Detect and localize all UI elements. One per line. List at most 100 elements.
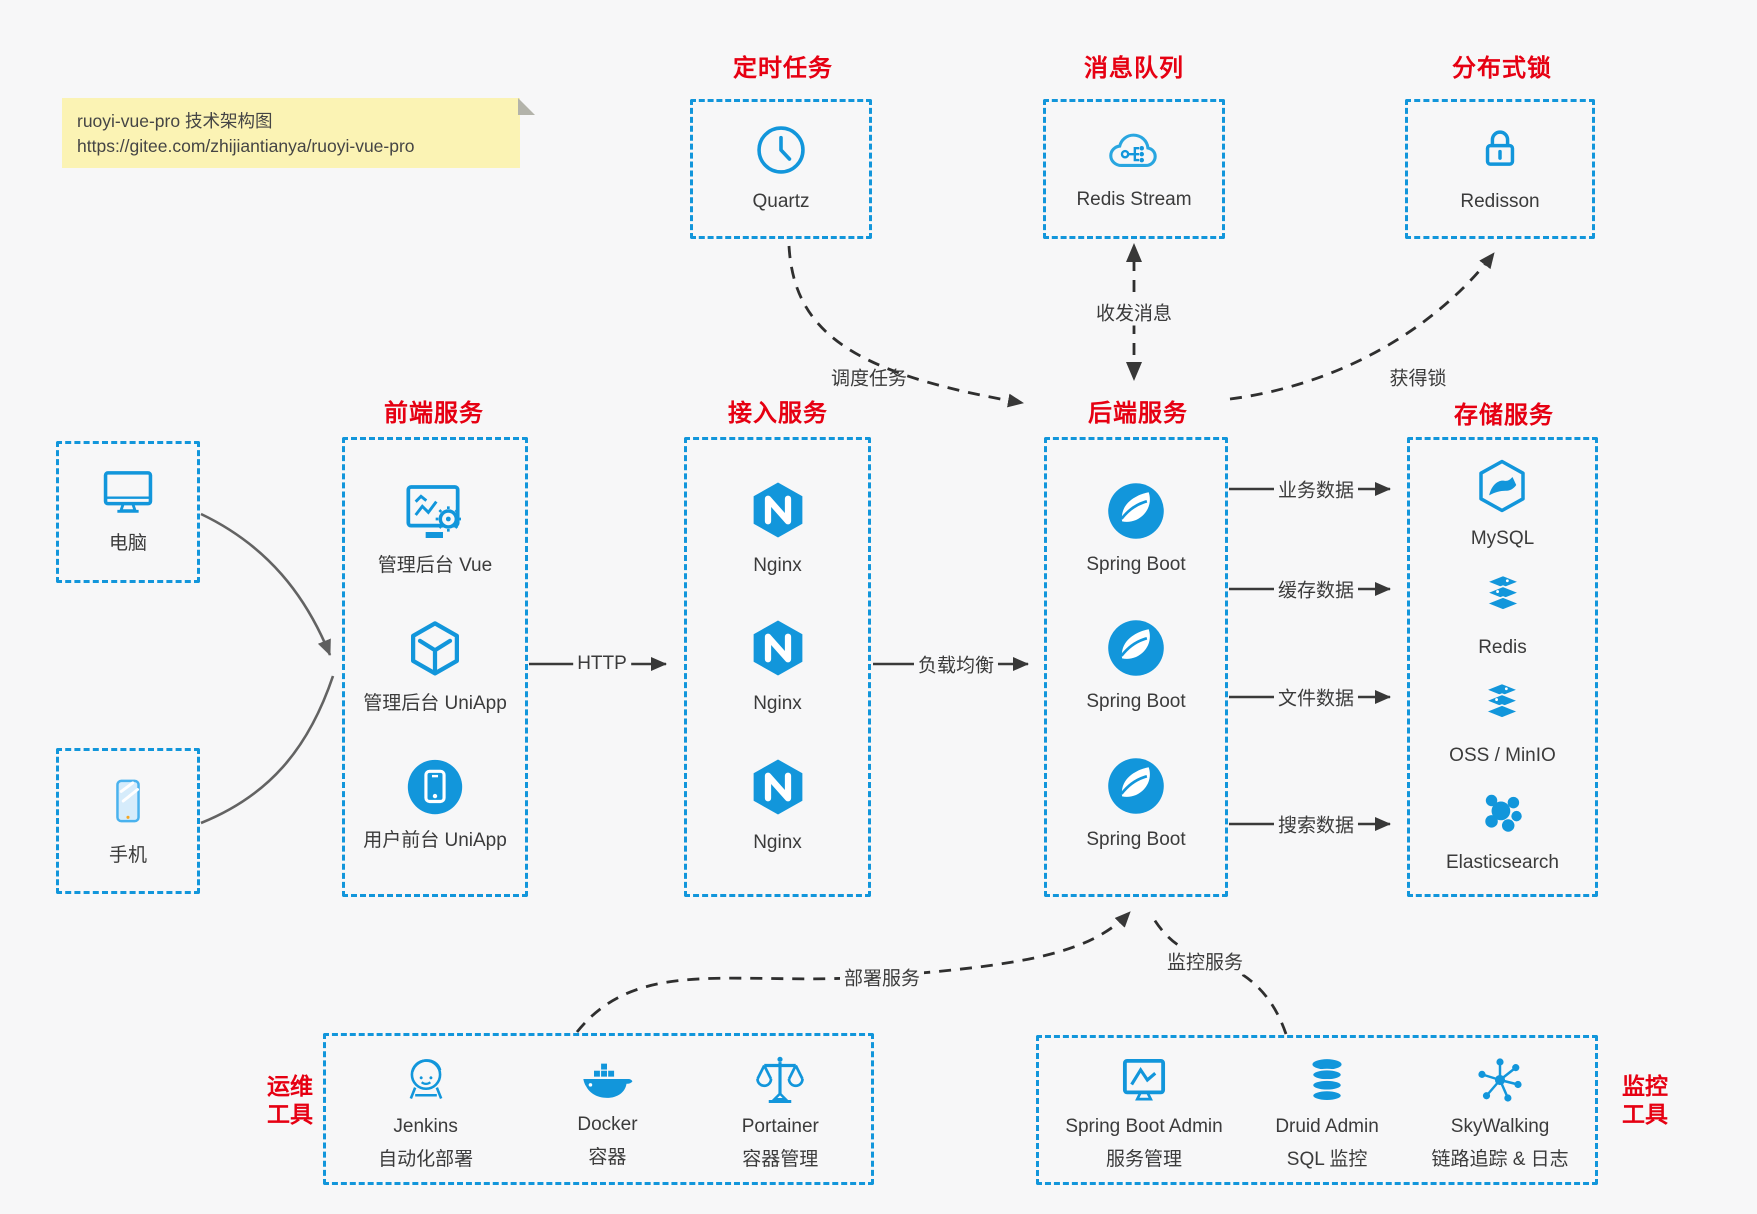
edge-label-load-balance: 负载均衡: [913, 650, 999, 678]
node-label: Redis: [1478, 636, 1527, 658]
phone-circle-icon: [407, 759, 463, 814]
node-label: 用户前台 UniApp: [363, 829, 507, 851]
mysql-icon: [1479, 460, 1526, 513]
edge-computer-frontend: [200, 512, 332, 656]
edge-monitor: [1150, 915, 1288, 1035]
node-springboot-1: Spring Boot: [1086, 482, 1186, 578]
druid-icon: [1311, 1059, 1343, 1102]
node-label: Nginx: [753, 554, 802, 576]
edge-label-message: 收发消息: [1091, 298, 1177, 326]
node-label: SkyWalking: [1450, 1116, 1550, 1137]
cube-icon: [410, 621, 459, 676]
nginx-icon: [753, 759, 802, 814]
nginx-icon: [753, 482, 802, 537]
node-label: Nginx: [753, 693, 802, 714]
title-note: ruoyi-vue-pro 技术架构图 https://gitee.com/zh…: [62, 98, 535, 168]
node-label: Docker: [577, 1114, 638, 1135]
edge-label-http: HTTP: [573, 653, 631, 675]
note-fold-corner: [518, 98, 535, 115]
node-nginx-2: Nginx: [748, 617, 808, 717]
node-springboot-2: Spring Boot: [1086, 619, 1186, 715]
portainer-icon: [756, 1056, 805, 1103]
node-springboot-3: Spring Boot: [1086, 757, 1186, 853]
node-nginx-3: Nginx: [748, 756, 808, 856]
edge-label-lock: 获得锁: [1389, 368, 1447, 390]
spring-icon: [1108, 757, 1164, 814]
node-user-uniapp: 用户前台 UniApp: [363, 758, 507, 854]
node-label: Spring Boot: [1086, 553, 1186, 575]
edge-label-cache-data: 缓存数据: [1273, 575, 1359, 603]
node-label: 管理后台 Vue: [377, 554, 493, 576]
node-sublabel: SQL 监控: [1286, 1149, 1368, 1170]
clock-icon: [757, 126, 805, 174]
section-title-scheduled-task: 定时任务: [733, 55, 833, 82]
node-sublabel: 链路追踪 & 日志: [1431, 1149, 1569, 1170]
group-frontend-services: 管理后台 Vue 管理后台 UniApp 用户前台 UniApp: [342, 437, 528, 897]
node-label: 电脑: [108, 533, 147, 554]
node-sublabel: 服务管理: [1105, 1149, 1182, 1170]
node-docker: Docker 容器: [577, 1053, 638, 1171]
node-admin-vue: 管理后台 Vue: [378, 481, 492, 579]
node-admin-uniapp: 管理后台 UniApp: [363, 619, 507, 717]
note-title: ruoyi-vue-pro 技术架构图: [77, 111, 273, 131]
section-title-distributed-lock: 分布式锁: [1452, 55, 1552, 82]
node-phone: 手机: [56, 748, 200, 894]
admin-vue-icon: [406, 484, 461, 538]
node-label: Nginx: [753, 831, 802, 853]
node-label: 管理后台 UniApp: [363, 693, 507, 714]
edge-phone-frontend: [200, 675, 335, 825]
elasticsearch-icon: [1484, 794, 1522, 832]
skywalking-icon: [1478, 1058, 1522, 1102]
node-sublabel: 自动化部署: [378, 1149, 474, 1170]
node-label: Spring Boot: [1086, 691, 1186, 712]
edge-schedule: [787, 245, 1024, 408]
node-spring-boot-admin: Spring Boot Admin 服务管理: [1065, 1053, 1223, 1173]
node-label: Redis Stream: [1076, 189, 1192, 210]
edge-label-file-data: 文件数据: [1273, 683, 1359, 711]
jenkins-icon: [409, 1059, 442, 1099]
edge-label-deploy: 部署服务: [839, 963, 925, 991]
node-druid-admin: Druid Admin SQL 监控: [1275, 1053, 1379, 1173]
group-access-services: Nginx Nginx Nginx: [684, 437, 871, 897]
spring-icon: [1108, 482, 1164, 539]
node-redisson: Redisson: [1405, 99, 1595, 239]
section-title-ops-tools: 运维 工具: [267, 1073, 313, 1127]
edge-message-arrow-up: [1126, 243, 1142, 262]
node-nginx-1: Nginx: [748, 479, 808, 579]
node-label: Spring Boot: [1086, 828, 1186, 850]
node-quartz: Quartz: [690, 99, 872, 239]
node-sublabel: 容器: [588, 1147, 627, 1168]
node-elasticsearch: Elasticsearch: [1446, 788, 1559, 876]
desktop-icon: [103, 471, 153, 513]
node-jenkins: Jenkins 自动化部署: [378, 1051, 473, 1173]
node-label: Quartz: [752, 191, 810, 212]
section-title-storage: 存储服务: [1454, 402, 1554, 429]
edge-message-arrow-down: [1126, 362, 1142, 381]
node-redis: Redis: [1475, 571, 1531, 661]
node-label: Portainer: [741, 1116, 819, 1137]
group-ops-tools: Jenkins 自动化部署 Docker 容器: [323, 1033, 874, 1185]
node-label: Druid Admin: [1275, 1116, 1379, 1137]
node-redis-stream: Redis Stream: [1043, 99, 1225, 239]
node-label: 手机: [108, 845, 147, 866]
group-monitor-tools: Spring Boot Admin 服务管理 Druid Admin SQL 监…: [1036, 1035, 1598, 1185]
node-portainer: Portainer 容器管理: [742, 1051, 819, 1173]
node-sublabel: 容器管理: [742, 1149, 819, 1170]
node-oss-minio: OSS / MinIO: [1449, 679, 1556, 769]
section-title-backend: 后端服务: [1088, 400, 1188, 427]
section-title-message-queue: 消息队列: [1084, 55, 1184, 82]
node-computer: 电脑: [56, 441, 200, 583]
cloud-stream-icon: [1109, 133, 1157, 168]
nginx-icon: [753, 620, 802, 676]
section-title-access: 接入服务: [728, 400, 828, 427]
group-backend-services: Spring Boot Spring Boot Spring Boot: [1044, 437, 1228, 897]
spring-icon: [1108, 620, 1164, 676]
docker-icon: [583, 1063, 633, 1098]
edge-label-monitor: 监控服务: [1162, 947, 1248, 975]
section-title-monitor-tools: 监控 工具: [1622, 1073, 1668, 1127]
node-skywalking: SkyWalking 链路追踪 & 日志: [1431, 1053, 1569, 1173]
node-label: Redisson: [1460, 191, 1540, 212]
node-label: OSS / MinIO: [1449, 745, 1556, 767]
edge-label-business-data: 业务数据: [1273, 475, 1359, 503]
